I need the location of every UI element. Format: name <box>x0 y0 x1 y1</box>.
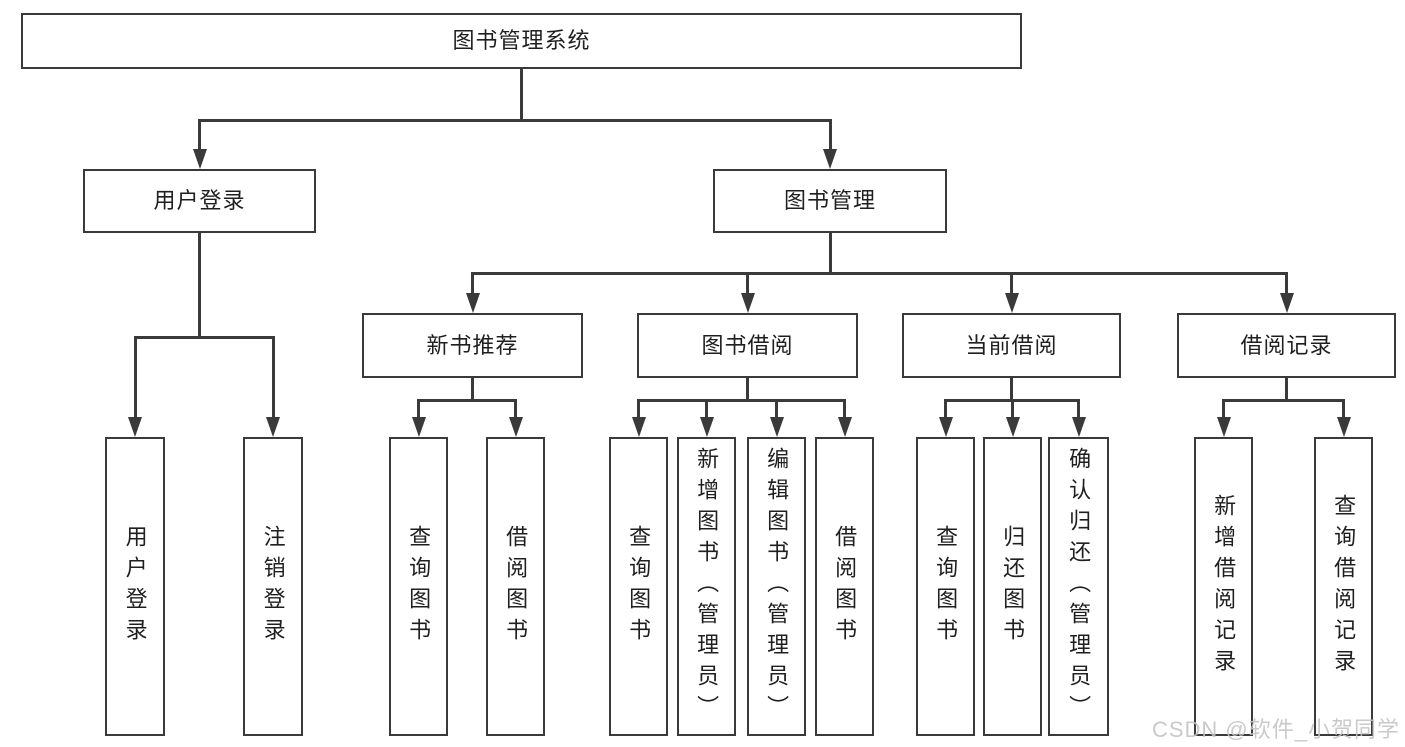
edge-stem-confirm-return <box>1077 400 1080 417</box>
edge-crossbar-new-book-rec <box>417 398 517 402</box>
node-login-leaf: 用户登录 <box>105 437 165 736</box>
node-book-mgmt: 图书管理 <box>713 169 947 233</box>
node-label-new-book-rec: 新书推荐 <box>426 332 519 358</box>
node-label-borrow-book: 借阅图书 <box>832 524 858 649</box>
node-logout-leaf: 注销登录 <box>243 437 303 736</box>
edge-crossbar-borrow-record <box>1222 398 1345 402</box>
edge-stem-query-borrow-record <box>1342 400 1345 417</box>
edge-trunk-book-borrow <box>746 378 749 400</box>
node-confirm-return: 确认归还（管理员） <box>1048 437 1109 736</box>
edge-stem-return-book <box>1011 400 1014 417</box>
arrowhead-down-icon-add-borrow-record <box>1216 417 1231 437</box>
arrowhead-down-icon-query-book-current <box>938 417 953 437</box>
arrowhead-down-icon-edit-book <box>769 417 784 437</box>
arrowhead-down-icon-confirm-return <box>1071 417 1086 437</box>
edge-stem-query-book-current <box>944 400 947 417</box>
node-edit-book: 编辑图书（管理员） <box>747 437 806 736</box>
arrowhead-down-icon-borrow-book-new <box>508 417 523 437</box>
node-label-current-borrow: 当前借阅 <box>965 332 1058 358</box>
edge-stem-borrow-book-new <box>514 400 517 417</box>
node-query-book-new: 查询图书 <box>389 437 448 736</box>
node-label-book-borrow: 图书借阅 <box>701 332 794 358</box>
arrowhead-down-icon-query-book-new <box>411 417 426 437</box>
watermark: CSDN @软件_小贺同学 <box>1151 717 1400 742</box>
node-new-book-rec: 新书推荐 <box>362 313 583 378</box>
edge-stem-add-book <box>705 400 708 417</box>
edge-trunk-current-borrow <box>1010 378 1013 400</box>
edge-crossbar-root <box>198 118 832 122</box>
node-borrow-record: 借阅记录 <box>1177 313 1396 378</box>
node-query-book-current: 查询图书 <box>916 437 975 736</box>
arrowhead-down-icon-current-borrow <box>1004 293 1019 313</box>
arrowhead-down-icon-add-book <box>699 417 714 437</box>
node-return-book: 归还图书 <box>983 437 1042 736</box>
node-label-login-leaf: 用户登录 <box>122 524 148 649</box>
node-query-book-borrow: 查询图书 <box>609 437 668 736</box>
edge-trunk-new-book-rec <box>471 378 474 400</box>
edge-stem-new-book-rec <box>471 273 474 293</box>
arrowhead-down-icon-book-mgmt <box>823 149 837 169</box>
edge-crossbar-book-borrow <box>637 398 846 402</box>
arrowhead-down-icon-return-book <box>1005 417 1020 437</box>
arrowhead-down-icon-book-borrow <box>740 293 755 313</box>
node-label-query-book-borrow: 查询图书 <box>626 524 652 649</box>
node-label-return-book: 归还图书 <box>1000 524 1026 649</box>
edge-stem-logout-leaf <box>271 337 275 417</box>
edge-trunk-book-mgmt <box>828 233 832 273</box>
node-label-query-book-new: 查询图书 <box>406 524 432 649</box>
node-borrow-book-new: 借阅图书 <box>486 437 545 736</box>
arrowhead-down-icon-query-borrow-record <box>1336 417 1351 437</box>
edge-stem-borrow-record <box>1285 273 1288 293</box>
node-label-logout-leaf: 注销登录 <box>260 524 286 649</box>
node-label-confirm-return: 确认归还（管理员） <box>1066 447 1092 726</box>
node-label-book-mgmt: 图书管理 <box>783 188 876 214</box>
arrowhead-down-icon-login-leaf <box>128 417 142 437</box>
arrowhead-down-icon-borrow-record <box>1279 293 1294 313</box>
edge-stem-query-book-borrow <box>637 400 640 417</box>
edge-stem-edit-book <box>775 400 778 417</box>
edge-stem-add-borrow-record <box>1222 400 1225 417</box>
edge-stem-borrow-book <box>843 400 846 417</box>
edge-stem-current-borrow <box>1010 273 1013 293</box>
node-root: 图书管理系统 <box>21 13 1022 69</box>
node-add-book: 新增图书（管理员） <box>677 437 736 736</box>
edge-trunk-root <box>520 69 523 120</box>
node-add-borrow-record: 新增借阅记录 <box>1194 437 1253 736</box>
edge-stem-query-book-new <box>417 400 420 417</box>
node-user-login: 用户登录 <box>83 169 316 233</box>
edge-crossbar-user-login <box>133 335 275 339</box>
arrowhead-down-icon-user-login <box>192 149 207 169</box>
node-label-query-borrow-record: 查询借阅记录 <box>1331 493 1357 680</box>
node-borrow-book: 借阅图书 <box>815 437 874 736</box>
edge-crossbar-book-mgmt <box>471 271 1288 275</box>
node-book-borrow: 图书借阅 <box>637 313 858 378</box>
arrowhead-down-icon-logout-leaf <box>266 417 280 437</box>
node-label-borrow-book-new: 借阅图书 <box>503 524 529 649</box>
arrowhead-down-icon-new-book-rec <box>465 293 480 313</box>
edge-stem-user-login <box>198 120 201 149</box>
arrowhead-down-icon-query-book-borrow <box>631 417 646 437</box>
node-label-edit-book: 编辑图书（管理员） <box>764 447 790 726</box>
node-label-borrow-record: 借阅记录 <box>1240 332 1333 358</box>
node-current-borrow: 当前借阅 <box>902 313 1121 378</box>
node-label-user-login: 用户登录 <box>153 188 246 214</box>
edge-trunk-borrow-record <box>1285 378 1288 400</box>
edge-stem-book-mgmt <box>828 120 832 149</box>
node-query-borrow-record: 查询借阅记录 <box>1314 437 1373 736</box>
edge-stem-login-leaf <box>133 337 137 417</box>
edge-trunk-user-login <box>198 233 201 337</box>
edge-stem-book-borrow <box>746 273 749 293</box>
arrowhead-down-icon-borrow-book <box>837 417 852 437</box>
node-label-root: 图书管理系统 <box>452 28 591 54</box>
node-label-query-book-current: 查询图书 <box>933 524 959 649</box>
node-label-add-book: 新增图书（管理员） <box>694 447 720 726</box>
node-label-add-borrow-record: 新增借阅记录 <box>1211 493 1237 680</box>
